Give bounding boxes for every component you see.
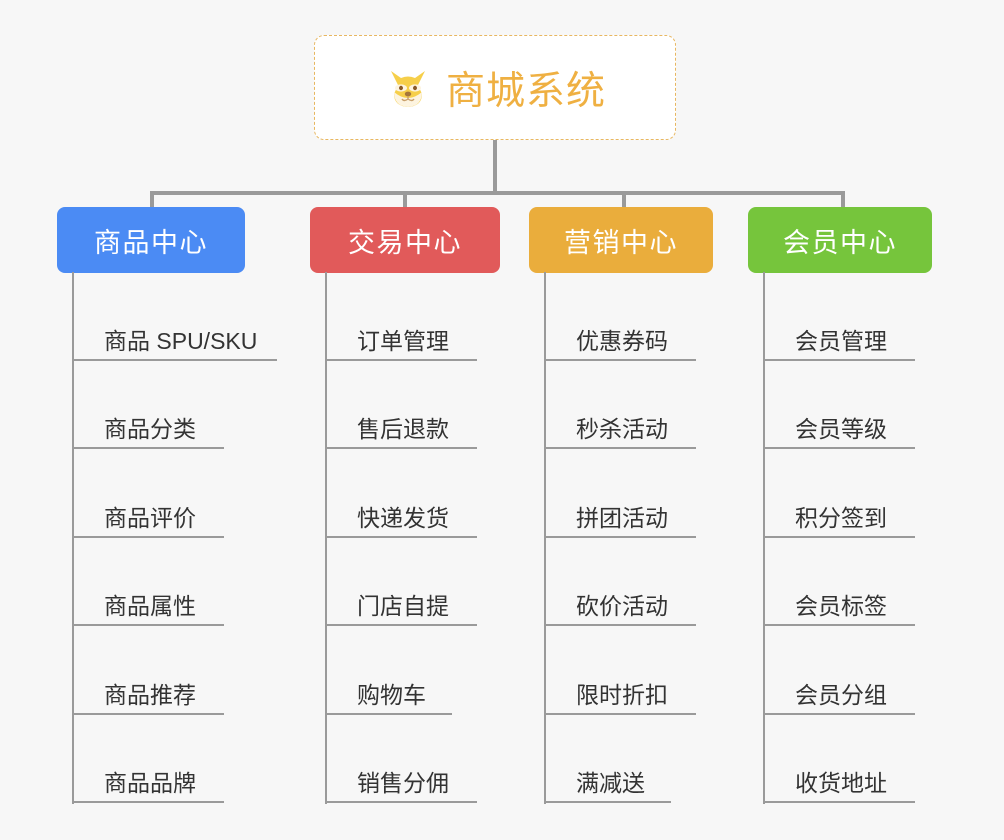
leaf-underline	[763, 358, 915, 361]
leaf-label: 商品评价	[104, 504, 196, 531]
leaf-label: 会员管理	[795, 327, 887, 354]
category-label: 交易中心	[348, 227, 462, 258]
leaf-underline	[72, 801, 224, 803]
leaf-item[interactable]: 拼团活动	[544, 449, 696, 538]
connector-drop-member	[841, 191, 845, 209]
leaf-label: 优惠券码	[576, 327, 668, 354]
leaf-item[interactable]: 秒杀活动	[544, 361, 696, 449]
leaf-underline	[544, 712, 696, 715]
leaf-label: 商品推荐	[104, 681, 196, 708]
leaf-label: 销售分佣	[357, 770, 449, 796]
leaf-underline	[763, 447, 915, 449]
leaf-item[interactable]: 商品品牌	[72, 715, 224, 803]
category-box-member-center[interactable]: 会员中心	[748, 207, 932, 273]
leaf-label: 满减送	[576, 770, 645, 796]
leaf-label: 收货地址	[795, 770, 887, 796]
leaf-label: 商品品牌	[104, 770, 196, 796]
leaf-item[interactable]: 商品分类	[72, 361, 224, 449]
leaf-label: 会员分组	[795, 681, 887, 708]
leaf-label: 会员等级	[795, 416, 887, 442]
connector-root-stem	[493, 140, 497, 193]
leaf-underline	[763, 801, 915, 803]
leaf-label: 商品 SPU/SKU	[104, 327, 258, 354]
leaf-underline	[72, 358, 277, 361]
shiba-dog-face-icon	[384, 64, 432, 112]
leaf-underline	[544, 801, 671, 803]
leaf-item[interactable]: 购物车	[325, 626, 452, 715]
leaf-underline	[72, 447, 224, 449]
leaf-item[interactable]: 会员标签	[763, 538, 915, 626]
leaf-underline	[544, 358, 696, 361]
leaf-item[interactable]: 优惠券码	[544, 272, 696, 361]
leaf-underline	[72, 712, 224, 715]
connector-spine-marketing	[544, 272, 546, 804]
leaf-label: 积分签到	[795, 504, 887, 531]
leaf-label: 门店自提	[357, 593, 449, 619]
category-box-trade-center[interactable]: 交易中心	[310, 207, 500, 273]
leaf-underline	[763, 535, 915, 538]
leaf-item[interactable]: 积分签到	[763, 449, 915, 538]
leaf-item[interactable]: 售后退款	[325, 361, 477, 449]
leaf-item[interactable]: 销售分佣	[325, 715, 477, 803]
leaf-label: 商品属性	[104, 593, 196, 619]
category-label: 营销中心	[564, 227, 678, 258]
connector-spine-member	[763, 272, 765, 804]
leaf-item[interactable]: 会员分组	[763, 626, 915, 715]
connector-spine-product	[72, 272, 74, 804]
leaf-label: 会员标签	[795, 593, 887, 619]
leaf-item[interactable]: 砍价活动	[544, 538, 696, 626]
leaf-underline	[325, 447, 477, 449]
leaf-label: 限时折扣	[576, 681, 668, 708]
leaf-label: 拼团活动	[576, 504, 668, 531]
leaf-label: 售后退款	[357, 416, 449, 442]
leaf-item[interactable]: 商品属性	[72, 538, 224, 626]
leaf-item[interactable]: 门店自提	[325, 538, 477, 626]
root-node-mall-system[interactable]: 商城系统	[314, 35, 676, 140]
leaf-item[interactable]: 快递发货	[325, 449, 477, 538]
leaf-underline	[325, 535, 477, 538]
root-node-title: 商城系统	[445, 69, 606, 113]
leaf-item[interactable]: 商品评价	[72, 449, 224, 538]
leaf-item[interactable]: 商品 SPU/SKU	[72, 272, 277, 361]
leaf-underline	[544, 535, 696, 538]
leaf-item[interactable]: 订单管理	[325, 272, 477, 361]
category-box-product-center[interactable]: 商品中心	[57, 207, 245, 273]
connector-drop-trade	[403, 191, 407, 209]
leaf-underline	[72, 624, 224, 626]
leaf-label: 购物车	[357, 681, 426, 708]
leaf-underline	[763, 624, 915, 626]
leaf-label: 商品分类	[104, 416, 196, 442]
leaf-item[interactable]: 收货地址	[763, 715, 915, 803]
connector-drop-marketing	[622, 191, 626, 209]
leaf-underline	[325, 712, 452, 715]
leaf-item[interactable]: 限时折扣	[544, 626, 696, 715]
leaf-underline	[544, 624, 696, 626]
leaf-underline	[325, 801, 477, 803]
leaf-item[interactable]: 会员管理	[763, 272, 915, 361]
leaf-label: 秒杀活动	[576, 416, 668, 442]
leaf-underline	[763, 712, 915, 715]
leaf-item[interactable]: 满减送	[544, 715, 671, 803]
leaf-item[interactable]: 会员等级	[763, 361, 915, 449]
leaf-underline	[325, 358, 477, 361]
connector-drop-product	[150, 191, 154, 209]
leaf-label: 砍价活动	[576, 593, 668, 619]
leaf-item[interactable]: 商品推荐	[72, 626, 224, 715]
leaf-underline	[544, 447, 696, 449]
connector-spine-trade	[325, 272, 327, 804]
leaf-underline	[72, 535, 224, 538]
category-label: 会员中心	[783, 227, 897, 258]
category-label: 商品中心	[94, 227, 208, 258]
category-box-marketing-center[interactable]: 营销中心	[529, 207, 713, 273]
leaf-label: 订单管理	[357, 327, 449, 354]
connector-horizontal-bus	[150, 191, 843, 195]
leaf-label: 快递发货	[357, 504, 449, 531]
leaf-underline	[325, 624, 477, 626]
